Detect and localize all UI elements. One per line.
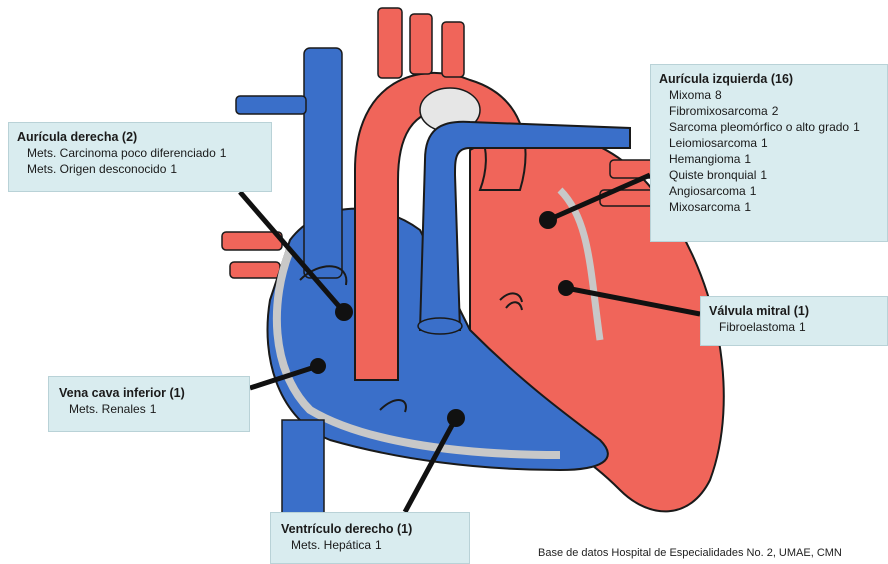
aortic-branch-1 [378,8,402,78]
item-count: 1 [853,120,860,134]
box-title: Válvula mitral (1) [709,303,879,319]
item-label: Sarcoma pleomórfico o alto grado [669,120,849,134]
item-count: 1 [750,184,757,198]
svc-branch [236,96,306,114]
label-box-left-atrium: Aurícula izquierda (16) Mixoma 8 Fibromix… [650,64,888,242]
aortic-branch-3 [442,22,464,77]
box-title: Aurícula izquierda (16) [659,71,879,87]
list-item: Mets. Carcinoma poco diferenciado 1 [17,145,263,161]
list-item: Hemangioma 1 [659,151,879,167]
item-label: Hemangioma [669,152,740,166]
item-count: 2 [772,104,779,118]
item-label: Mixoma [669,88,711,102]
left-pulmonary-vessel-1 [222,232,282,250]
list-item: Mixoma 8 [659,87,879,103]
label-box-right-ventricle: Ventrículo derecho (1) Mets. Hepática 1 [270,512,470,564]
aortic-branch-2 [410,14,432,74]
superior-vena-cava [304,48,342,278]
box-title: Vena cava inferior (1) [59,385,239,401]
marker-mv [558,280,574,296]
list-item: Mets. Hepática 1 [281,537,459,553]
marker-rv [447,409,465,427]
marker-ivc [310,358,326,374]
list-item: Mixosarcoma 1 [659,199,879,215]
list-item: Leiomiosarcoma 1 [659,135,879,151]
item-count: 1 [150,402,157,416]
item-count: 1 [744,152,751,166]
item-label: Mets. Hepática [291,538,371,552]
item-count: 1 [744,200,751,214]
item-count: 1 [220,146,227,160]
item-label: Fibromixosarcoma [669,104,768,118]
box-title: Aurícula derecha (2) [17,129,263,145]
label-box-mitral-valve: Válvula mitral (1) Fibroelastoma 1 [700,296,888,346]
item-label: Angiosarcoma [669,184,746,198]
item-count: 1 [375,538,382,552]
marker-ra [335,303,353,321]
marker-la [539,211,557,229]
list-item: Sarcoma pleomórfico o alto grado 1 [659,119,879,135]
list-item: Mets. Renales 1 [59,401,239,417]
list-item: Angiosarcoma 1 [659,183,879,199]
item-label: Mets. Renales [69,402,146,416]
item-label: Quiste bronquial [669,168,756,182]
box-title: Ventrículo derecho (1) [281,521,459,537]
list-item: Quiste bronquial 1 [659,167,879,183]
item-count: 1 [760,168,767,182]
list-item: Fibromixosarcoma 2 [659,103,879,119]
item-label: Mixosarcoma [669,200,740,214]
item-label: Mets. Carcinoma poco diferenciado [27,146,216,160]
pulmonary-valve [418,318,462,334]
list-item: Fibroelastoma 1 [709,319,879,335]
item-label: Mets. Origen desconocido [27,162,166,176]
item-count: 1 [761,136,768,150]
list-item: Mets. Origen desconocido 1 [17,161,263,177]
item-label: Fibroelastoma [719,320,795,334]
label-box-inferior-vena-cava: Vena cava inferior (1) Mets. Renales 1 [48,376,250,432]
item-count: 1 [799,320,806,334]
item-count: 1 [170,162,177,176]
item-count: 8 [715,88,722,102]
source-footnote: Base de datos Hospital de Especialidades… [538,547,842,559]
label-box-right-atrium: Aurícula derecha (2) Mets. Carcinoma poc… [8,122,272,192]
left-pulmonary-vessel-2 [230,262,280,278]
item-label: Leiomiosarcoma [669,136,757,150]
